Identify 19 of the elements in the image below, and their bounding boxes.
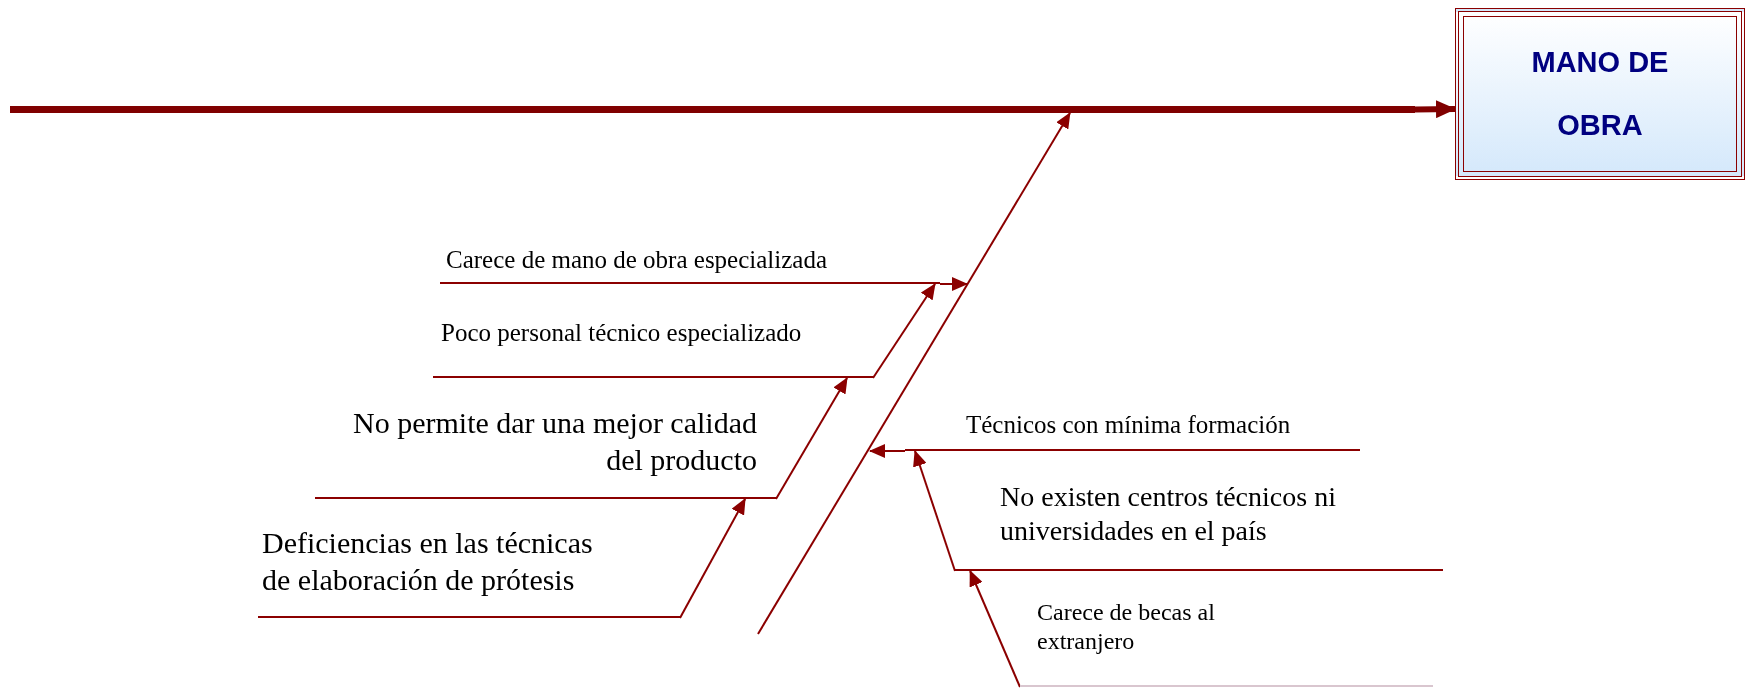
cause-text: Deficiencias en las técnicas de elaboración de prótesis <box>262 525 594 598</box>
cause-text: Carece de mano de obra especializada <box>446 245 829 275</box>
cause-text: Carece de becas al extranjero <box>1037 598 1216 657</box>
arrow <box>775 377 849 500</box>
effect-box <box>1455 8 1745 180</box>
spine-bar <box>10 106 1415 113</box>
cause-text: Técnicos con mínima formación <box>966 410 1292 440</box>
arrow <box>939 277 968 291</box>
arrow <box>913 450 956 572</box>
cause-text: No existen centros técnicos ni universidades en el país <box>1000 480 1337 549</box>
effect-title: MANO DE OBRA <box>1530 45 1670 143</box>
arrow <box>969 570 1021 688</box>
arrow <box>869 444 906 458</box>
arrow <box>1414 100 1456 119</box>
cause-text: No permite dar una mejor calidad del producto <box>352 405 757 478</box>
cause-text: Poco personal técnico especializado <box>441 318 803 348</box>
arrow <box>679 498 747 619</box>
arrow <box>757 112 1071 635</box>
arrow <box>872 283 936 379</box>
